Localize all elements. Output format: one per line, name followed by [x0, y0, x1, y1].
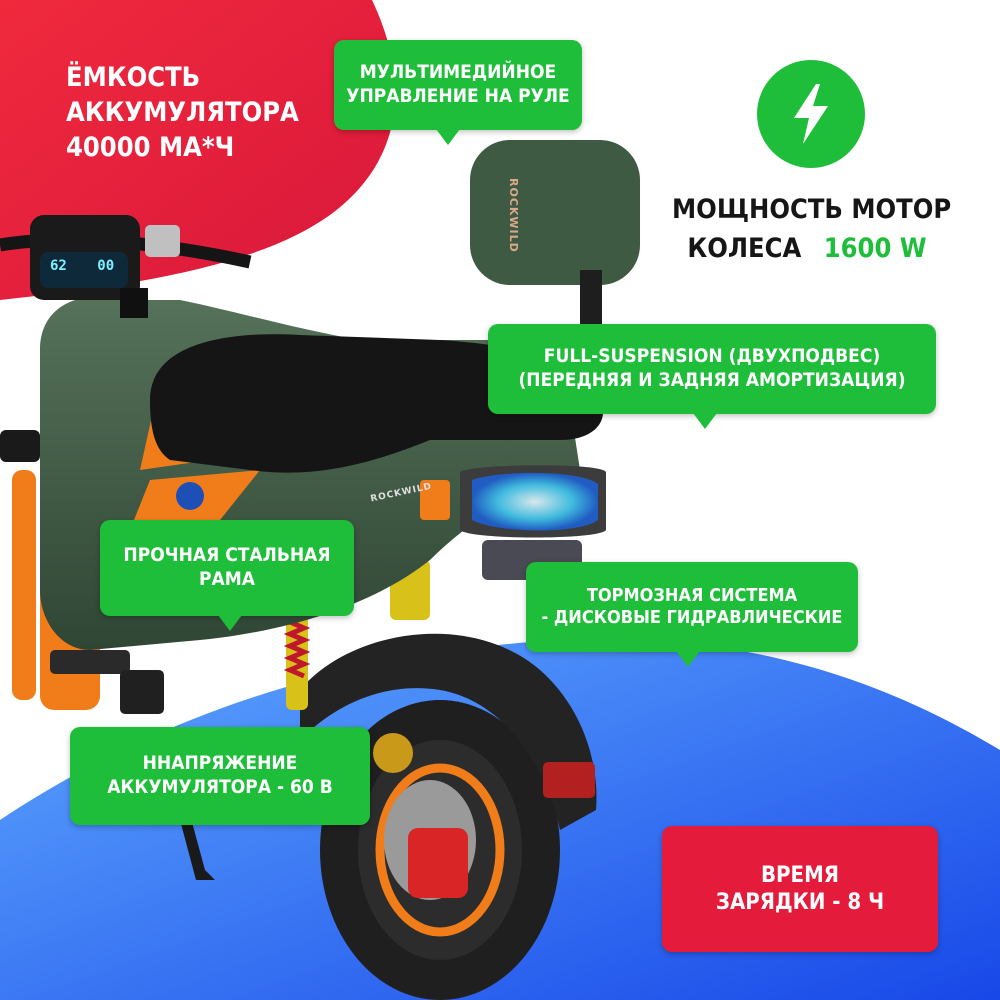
callout-suspension-line1: FULL-SUSPENSION (ДВУХПОДВЕС): [543, 345, 881, 368]
battery-capacity-label: ЁМКОСТЬ АККУМУЛЯТОРА 40000 МА*Ч: [66, 60, 299, 165]
callout-multimedia-line1: МУЛЬТИМЕДИЙНОЕ: [359, 61, 557, 84]
callout-charge-line1: ВРЕМЯ: [760, 862, 840, 888]
callout-voltage-line2: АККУМУЛЯТОРА - 60 В: [107, 776, 333, 798]
callout-multimedia-line2: УПРАВЛЕНИЕ НА РУЛЕ: [346, 85, 570, 107]
battery-capacity-line2: АККУМУЛЯТОРА: [66, 97, 299, 129]
motor-power-line1: МОЩНОСТЬ МОТОР: [672, 194, 952, 225]
motor-power-label: МОЩНОСТЬ МОТОР КОЛЕСА 1600 W: [672, 190, 951, 268]
callout-pointer: [676, 651, 700, 667]
callout-voltage-line1: ННАПРЯЖЕНИЕ: [142, 752, 298, 775]
dashboard-speed: 62: [50, 258, 67, 274]
callout-pointer: [693, 413, 717, 429]
callout-pointer: [218, 615, 242, 631]
callout-multimedia: МУЛЬТИМЕДИЙНОЕ УПРАВЛЕНИЕ НА РУЛЕ: [334, 40, 582, 145]
motor-power-line2: КОЛЕСА: [687, 233, 802, 265]
battery-capacity-line1: ЁМКОСТЬ: [66, 62, 201, 93]
brand-logo-backrest: ROCKWILD: [507, 178, 520, 253]
callout-frame-line1: ПРОЧНАЯ СТАЛЬНАЯ: [123, 544, 331, 567]
callout-brake-line1: ТОРМОЗНАЯ СИСТЕМА: [586, 584, 798, 606]
callout-charge-time: ВРЕМЯ ЗАРЯДКИ - 8 Ч: [662, 826, 938, 952]
callout-frame-line2: РАМА: [199, 568, 255, 590]
callout-brake-line2: - ДИСКОВЫЕ ГИДРАВЛИЧЕСКИЕ: [541, 607, 843, 628]
callout-brake: ТОРМОЗНАЯ СИСТЕМА - ДИСКОВЫЕ ГИДРАВЛИЧЕС…: [526, 562, 858, 667]
battery-capacity-line3: 40000 МА*Ч: [66, 132, 235, 164]
callout-frame: ПРОЧНАЯ СТАЛЬНАЯ РАМА: [100, 520, 354, 631]
callout-suspension-line2: (ПЕРЕДНЯЯ И ЗАДНЯЯ АМОРТИЗАЦИЯ): [518, 369, 906, 391]
callout-suspension: FULL-SUSPENSION (ДВУХПОДВЕС) (ПЕРЕДНЯЯ И…: [488, 324, 936, 429]
motor-power-value: 1600 W: [823, 233, 927, 265]
callout-pointer: [436, 129, 460, 145]
dashboard-right-value: 00: [97, 258, 115, 274]
callout-voltage: ННАПРЯЖЕНИЕ АККУМУЛЯТОРА - 60 В: [70, 727, 370, 825]
callout-charge-line2: ЗАРЯДКИ - 8 Ч: [715, 890, 885, 915]
dashboard-display: 62 00: [50, 258, 130, 274]
lightning-bolt-icon: [757, 60, 865, 168]
